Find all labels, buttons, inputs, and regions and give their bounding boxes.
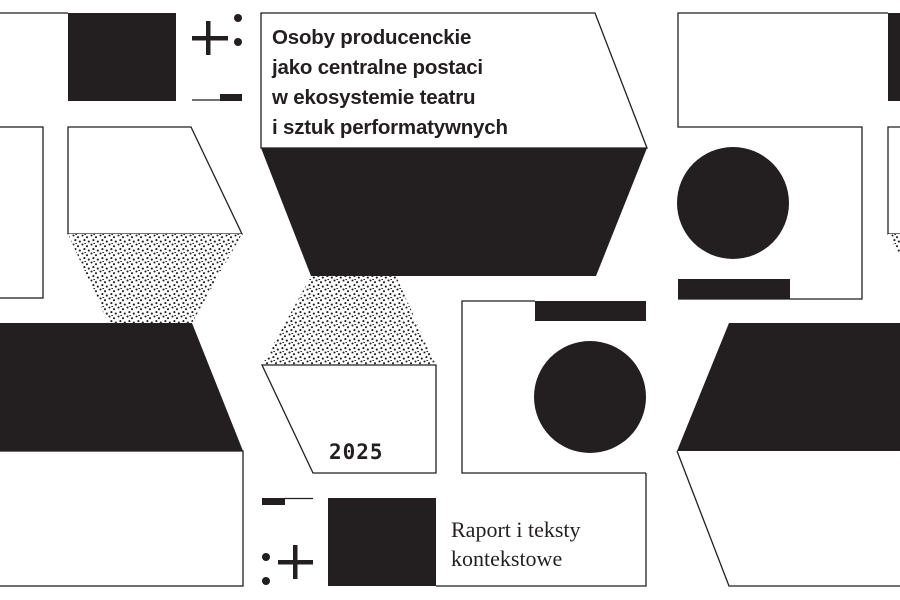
subtitle-line-1: Raport i teksty (451, 517, 581, 542)
subtitle-box (436, 473, 647, 587)
subtitle-line-2: kontekstowe (451, 546, 562, 571)
center-black-trapezoid (261, 148, 647, 276)
right-edge-stipple (888, 234, 900, 258)
center-stipple (262, 276, 436, 365)
right-circle (677, 147, 789, 259)
left-black-trapezoid (0, 323, 243, 451)
year-label: 2025 (329, 440, 384, 464)
left-bottom-rect (0, 450, 244, 587)
circle-panel-bar (535, 301, 646, 321)
bottom-black-square (328, 498, 436, 586)
right-bottom-outline (676, 450, 900, 587)
right-edge-bar (888, 13, 900, 101)
black-square (68, 13, 176, 101)
center-circle (534, 341, 646, 453)
left-trapezoid (67, 126, 244, 235)
title-line-4: i sztuk performatywnych (272, 116, 508, 139)
title-line-1: Osoby producenckie (272, 26, 471, 49)
top-left-panel (0, 12, 176, 101)
plus-colon-icon (192, 14, 242, 55)
right-panel-outline (677, 12, 888, 300)
year-box (260, 364, 437, 474)
title-line-3: w ekosystemie teatru (271, 86, 475, 109)
right-panel-bar (678, 279, 790, 299)
line-minus-icon (262, 497, 313, 505)
left-stipple-hourglass (68, 234, 242, 323)
left-outline-rect (0, 126, 44, 299)
minus-line-icon (192, 94, 242, 101)
title-line-2: jako centralne postaci (271, 56, 483, 79)
right-black-trapezoid (677, 323, 900, 451)
right-edge-outline (887, 126, 900, 235)
colon-plus-icon (262, 545, 313, 585)
circle-panel-outline (461, 300, 646, 474)
